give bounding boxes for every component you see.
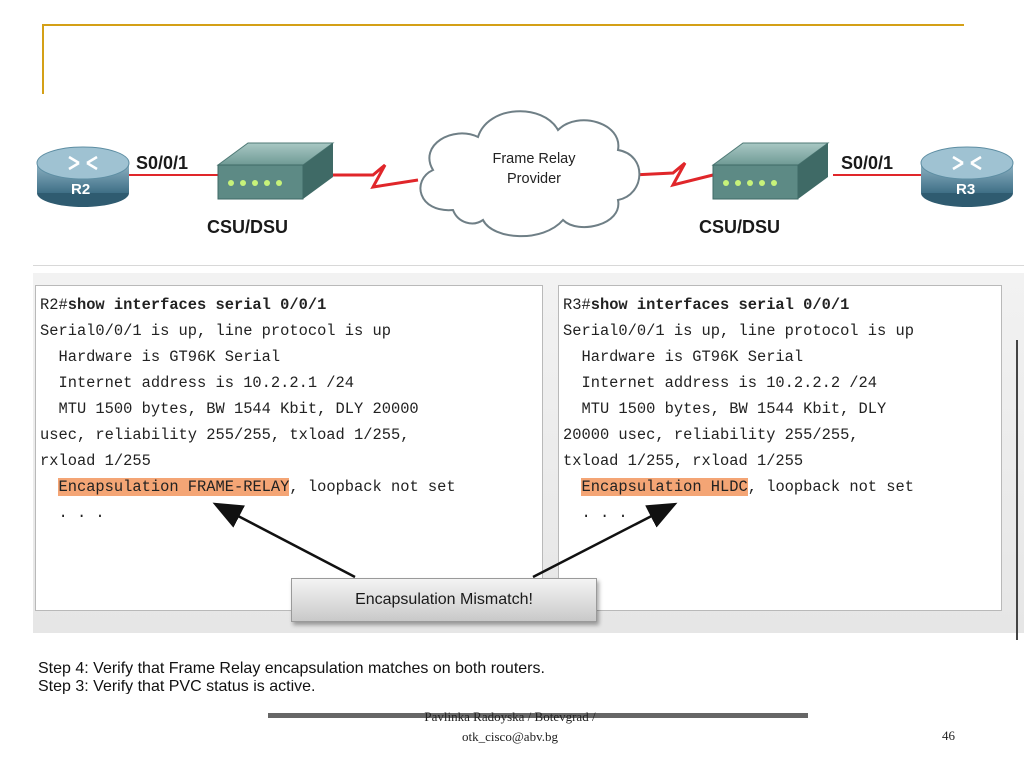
r3-output-line: txload 1/255, rxload 1/255: [563, 452, 804, 470]
right-edge-rule: [1016, 340, 1018, 640]
slide-footer: Pavlinka Radoyska / Botevgrad / otk_cisc…: [380, 707, 640, 747]
step-3-text: Step 3: Verify that PVC status is active…: [38, 680, 316, 694]
r2-prompt: R2#: [40, 296, 68, 314]
r3-encapsulation-line: Encapsulation HLDC, loopback not set: [563, 474, 1001, 500]
r3-output-line: 20000 usec, reliability 255/255,: [563, 426, 859, 444]
topology-svg: [36, 110, 1014, 238]
csu-dsu-left-icon: [216, 142, 335, 200]
encapsulation-mismatch-callout: Encapsulation Mismatch!: [291, 578, 597, 622]
footer-author: Pavlinka Radoyska / Botevgrad /: [424, 709, 596, 724]
router-r3-icon: [920, 146, 1014, 207]
r3-encapsulation-highlight: Encapsulation HLDC: [581, 478, 748, 496]
r2-output-line: rxload 1/255: [40, 452, 151, 470]
cloud-label-line1: Frame Relay: [492, 151, 576, 167]
r2-output-line: Hardware is GT96K Serial: [40, 348, 281, 366]
r3-output-line: Serial0/0/1 is up, line protocol is up: [563, 322, 914, 340]
r2-command: show interfaces serial 0/0/1: [67, 296, 327, 314]
r2-encapsulation-line: Encapsulation FRAME-RELAY, loopback not …: [40, 474, 542, 500]
step-4-text: Step 4: Verify that Frame Relay encapsul…: [38, 660, 545, 677]
footer-email: otk_cisco@abv.bg: [462, 729, 558, 744]
router-r2-icon: [36, 146, 130, 207]
bottom-bar: [268, 713, 808, 718]
frame-relay-figure: R2 R3 S0/0/1 S0/0/1 CSU/DSU CSU/DSU Fram…: [33, 95, 1024, 635]
slide-frame-top-rule: [42, 24, 964, 26]
r2-output-line: Internet address is 10.2.2.1 /24: [40, 374, 355, 392]
right-csu-dsu-label: CSU/DSU: [699, 217, 781, 237]
r3-output-line: Hardware is GT96K Serial: [563, 348, 804, 366]
r3-ellipsis: . . .: [563, 504, 628, 522]
serial-zigzag-left: [333, 163, 419, 189]
callout-arrows: [212, 502, 678, 579]
r2-command-line: R2#show interfaces serial 0/0/1: [40, 292, 542, 318]
r2-ellipsis: . . .: [40, 504, 105, 522]
csu-dsu-right-icon: [711, 142, 830, 200]
r3-output-line: Internet address is 10.2.2.2 /24: [563, 374, 878, 392]
router-r3-label: R3: [956, 181, 976, 198]
frame-relay-cloud-icon: [419, 110, 641, 238]
router-r2-label: R2: [71, 181, 91, 198]
arrow-to-r2-encap: [212, 502, 356, 579]
r3-encapsulation-rest: , loopback not set: [747, 478, 914, 496]
r2-encapsulation-rest: , loopback not set: [289, 478, 456, 496]
r3-output-line: MTU 1500 bytes, BW 1544 Kbit, DLY: [563, 400, 887, 418]
r3-command: show interfaces serial 0/0/1: [590, 296, 850, 314]
left-interface-label: S0/0/1: [136, 153, 189, 173]
topology-diagram: R2 R3 S0/0/1 S0/0/1 CSU/DSU CSU/DSU Fram…: [33, 95, 1024, 266]
page-number: 46: [942, 728, 955, 743]
r3-prompt: R3#: [563, 296, 591, 314]
r2-output-line: usec, reliability 255/255, txload 1/255,: [40, 426, 410, 444]
arrow-to-r3-encap: [532, 502, 678, 579]
slide-frame-left-rule: [42, 24, 44, 94]
r2-encapsulation-highlight: Encapsulation FRAME-RELAY: [58, 478, 290, 496]
cloud-label-line2: Provider: [507, 171, 561, 187]
r2-output-line: MTU 1500 bytes, BW 1544 Kbit, DLY 20000: [40, 400, 419, 418]
serial-zigzag-right: [632, 161, 714, 188]
left-csu-dsu-label: CSU/DSU: [207, 217, 289, 237]
r2-output-line: Serial0/0/1 is up, line protocol is up: [40, 322, 391, 340]
cloud-label: Frame Relay Provider: [469, 149, 599, 189]
r3-command-line: R3#show interfaces serial 0/0/1: [563, 292, 1001, 318]
right-interface-label: S0/0/1: [841, 153, 894, 173]
